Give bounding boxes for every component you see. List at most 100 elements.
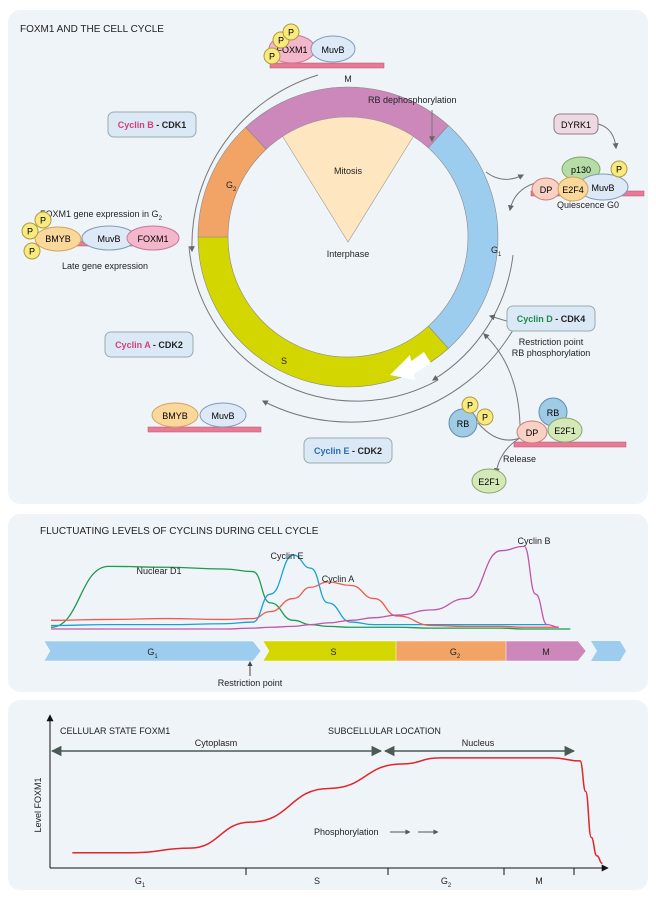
- cell-cycle-panel: FOXM1 AND THE CELL CYCLE M G1 S G2 Mitos…: [8, 10, 648, 504]
- bmyb-protein: [34, 226, 82, 252]
- phase-ticks: G1 S G2 M: [135, 868, 575, 889]
- bmyb-protein: [151, 402, 199, 428]
- series-line-cyclin-e: [50, 554, 548, 627]
- cyclin-e-label: Cyclin E: [314, 446, 350, 456]
- cyclin-d-label: Cyclin D: [517, 314, 554, 324]
- s-to-g2-arrow-icon: [261, 329, 514, 423]
- restriction-point-label: Restriction point: [519, 337, 584, 347]
- svg-text:RB: RB: [547, 408, 560, 418]
- label-cyclin-b: Cyclin B: [517, 536, 550, 546]
- svg-text:P: P: [27, 227, 33, 237]
- foxm1-state-panel: Level FOXM1 CELLULAR STATE FOXM1 SUBCELL…: [8, 700, 648, 890]
- label-cyclin-e: Cyclin E: [270, 551, 303, 561]
- x-tick-label: G1: [135, 876, 146, 889]
- dna-strand: [269, 62, 385, 69]
- phosphate-icon: P: [461, 396, 479, 414]
- restriction-point-label: Restriction point: [218, 678, 283, 688]
- cyclin-a-label: Cyclin A: [115, 340, 151, 350]
- phase-bar-segment: [505, 640, 587, 662]
- cdk2-label: - CDK2: [150, 340, 183, 350]
- phase-bar-label: G1: [147, 647, 158, 660]
- svg-text:BMYB: BMYB: [45, 234, 71, 244]
- dna-strand: [147, 426, 262, 433]
- series-line-cyclin-b: [50, 545, 559, 630]
- release-label: Release: [503, 454, 536, 464]
- x-tick-label: M: [535, 876, 543, 886]
- phase-bar-segment: [43, 640, 262, 662]
- cell-cycle-diagram: FOXM1 AND THE CELL CYCLE M G1 S G2 Mitos…: [20, 23, 645, 494]
- phase-label-g2: G2: [226, 180, 237, 193]
- phase-bar-label: G2: [450, 647, 461, 660]
- ring-segment-g1: [427, 125, 499, 349]
- svg-text:FOXM1: FOXM1: [137, 234, 168, 244]
- svg-text:P: P: [278, 36, 284, 46]
- cdk4-label: - CDK4: [553, 314, 586, 324]
- chart-title: FLUCTUATING LEVELS OF CYCLINS DURING CEL…: [40, 526, 319, 537]
- phosphate-icon: P: [610, 160, 628, 178]
- svg-text:MuvB: MuvB: [211, 411, 234, 421]
- phase-label-s: S: [281, 356, 287, 366]
- phase-label-g1: G1: [491, 245, 502, 258]
- phospho-rb: RB P P: [448, 396, 494, 438]
- g2-progression-arrow-icon: [188, 74, 319, 253]
- svg-text:RB: RB: [457, 419, 470, 429]
- rb-phos-arrow-icon: [483, 333, 521, 439]
- svg-text:Cyclin D - CDK4: Cyclin D - CDK4: [517, 314, 586, 324]
- rb-phosphorylation-label: RB phosphorylation: [512, 348, 591, 358]
- bmyb-muvb-foxm1-complex: BMYB MuvB FOXM1 P P P: [21, 211, 180, 260]
- cyclin-e-cdk2-box: Cyclin E - CDK2: [303, 437, 393, 464]
- svg-text:E2F1: E2F1: [478, 477, 500, 487]
- y-axis-label: Level FOXM1: [33, 777, 43, 832]
- foxm1-series-group: [72, 757, 603, 865]
- x-tick-label: S: [314, 876, 320, 886]
- subcellular-location-title: SUBCELLULAR LOCATION: [328, 726, 441, 736]
- cyclin-levels-panel: FLUCTUATING LEVELS OF CYCLINS DURING CEL…: [8, 514, 648, 692]
- foxm1-muvb-complex: FOXM1 MuvB P P P: [263, 23, 385, 69]
- svg-text:E2F4: E2F4: [562, 185, 584, 195]
- svg-text:DP: DP: [526, 428, 539, 438]
- phase-label-m: M: [344, 74, 352, 84]
- svg-text:MuvB: MuvB: [321, 45, 344, 55]
- foxm1-level-chart: Level FOXM1 CELLULAR STATE FOXM1 SUBCELL…: [33, 714, 609, 889]
- rb-dephos-label: RB dephosphorylation: [368, 95, 457, 105]
- svg-text:Cyclin E - CDK2: Cyclin E - CDK2: [314, 446, 382, 456]
- cdk1-label: - CDK1: [154, 120, 187, 130]
- svg-text:DYRK1: DYRK1: [561, 120, 591, 130]
- foxm1-protein: [126, 225, 180, 251]
- svg-text:P: P: [40, 216, 46, 226]
- svg-text:P: P: [482, 413, 488, 423]
- label-cyclin-a: Cyclin A: [322, 574, 355, 584]
- x-tick-label: G2: [441, 876, 452, 889]
- cyclin-b-label: Cyclin B: [118, 120, 155, 130]
- cyclin-a-cdk2-box: Cyclin A - CDK2: [104, 331, 194, 358]
- progression-arrowhead-icon: [390, 355, 415, 380]
- label-nuclear-d1: Nuclear D1: [136, 566, 181, 576]
- g1-to-s-arrow-icon: [431, 254, 514, 381]
- cytoplasm-label: Cytoplasm: [195, 738, 238, 748]
- interphase-label: Interphase: [327, 249, 370, 259]
- e2f4-protein: [557, 176, 589, 202]
- phosphate-icon: P: [34, 211, 52, 229]
- s-outer-arc: [188, 245, 439, 402]
- svg-text:p130: p130: [571, 165, 591, 175]
- svg-text:FOXM1: FOXM1: [276, 45, 307, 55]
- cyclin-d-cdk4-box: Cyclin D - CDK4: [506, 305, 596, 332]
- svg-text:DP: DP: [540, 185, 553, 195]
- rb-release-line: [477, 422, 521, 441]
- phase-bar-segment-next-g1: [591, 641, 626, 661]
- cell-cycle-ring: [197, 86, 499, 388]
- svg-text:Cyclin B - CDK1: Cyclin B - CDK1: [118, 120, 187, 130]
- series-line-cyclin-a: [50, 581, 559, 628]
- cyclin-b-cdk1-box: Cyclin B - CDK1: [107, 111, 197, 138]
- panel-title: FOXM1 AND THE CELL CYCLE: [20, 24, 164, 35]
- mitosis-wedge: [282, 116, 414, 243]
- phase-bar-label: S: [330, 647, 336, 657]
- ring-segment-g2: [197, 126, 267, 238]
- to-quiescence-arrow-icon: [485, 171, 525, 180]
- cdk2-label: - CDK2: [350, 446, 383, 456]
- nucleus-label: Nucleus: [462, 738, 495, 748]
- svg-text:E2F1: E2F1: [554, 426, 576, 436]
- free-e2f1: E2F1: [471, 468, 507, 494]
- from-quiescence-arrow-icon: [508, 182, 536, 212]
